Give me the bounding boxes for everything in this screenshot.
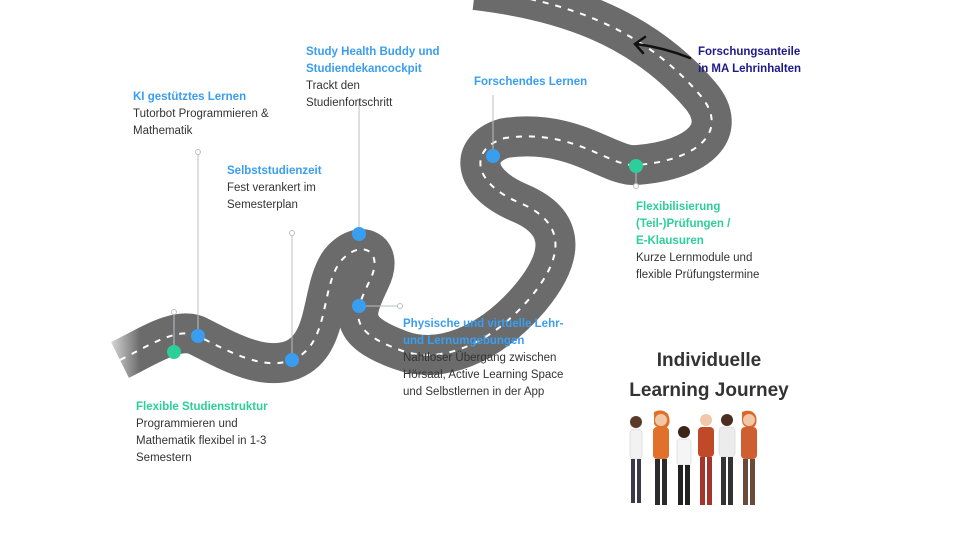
label-text: flexible Prüfungstermine bbox=[636, 269, 760, 281]
students-group-illustration bbox=[629, 410, 757, 505]
research-note-line2: in MA Lehrinhalten bbox=[698, 63, 802, 75]
label-title: KI gestütztes Lernen bbox=[133, 91, 247, 103]
student-figure bbox=[629, 416, 643, 503]
label-title: Flexibilisierung bbox=[636, 201, 721, 213]
label-title: Study Health Buddy und bbox=[306, 46, 440, 58]
label-text: Semestern bbox=[136, 452, 192, 464]
marker-forschendes-lernen bbox=[486, 149, 500, 163]
label-title: Selbststudienzeit bbox=[227, 165, 322, 177]
label-title: Forschendes Lernen bbox=[474, 76, 588, 88]
marker-selbststudienzeit bbox=[285, 353, 299, 367]
label-text: Fest verankert im bbox=[227, 182, 316, 194]
label-text: und Selbstlernen in der App bbox=[403, 386, 545, 398]
student-figure bbox=[741, 410, 757, 505]
label-physische-virtuelle: Physische und virtuelle Lehr- und Lernum… bbox=[403, 316, 563, 401]
page-title: Individuelle Learning Journey bbox=[604, 346, 814, 406]
label-text: Mathematik flexibel in 1-3 bbox=[136, 435, 267, 447]
title-line2: Learning Journey bbox=[629, 380, 789, 401]
label-text: Nahtloser Übergang zwischen bbox=[403, 352, 557, 364]
label-text: Studienfortschritt bbox=[306, 97, 393, 109]
label-forschendes-lernen: Forschendes Lernen bbox=[474, 74, 587, 91]
label-flexible-struktur: Flexible Studienstruktur Programmieren u… bbox=[136, 399, 268, 467]
marker-physische-virtuelle bbox=[352, 299, 366, 313]
title-line1: Individuelle bbox=[656, 350, 762, 371]
label-text: Programmieren und bbox=[136, 418, 238, 430]
label-text: Trackt den bbox=[306, 80, 360, 92]
label-title: (Teil-)Prüfungen / bbox=[636, 218, 731, 230]
student-figure bbox=[653, 410, 670, 505]
research-note: Forschungsanteile in MA Lehrinhalten bbox=[698, 44, 801, 78]
arrow-icon bbox=[633, 35, 692, 60]
marker-health-buddy bbox=[352, 227, 366, 241]
label-title: und Lernumgebungen bbox=[403, 335, 525, 347]
label-text: Kurze Lernmodule und bbox=[636, 252, 753, 264]
student-figure bbox=[698, 414, 714, 505]
label-title: Physische und virtuelle Lehr- bbox=[403, 318, 564, 330]
connector-end-dots bbox=[171, 149, 639, 315]
marker-flexible-struktur bbox=[167, 345, 181, 359]
marker-flexibilisierung bbox=[629, 159, 643, 173]
label-flexibilisierung: Flexibilisierung (Teil-)Prüfungen / E-Kl… bbox=[636, 199, 759, 284]
label-title: E-Klausuren bbox=[636, 235, 704, 247]
label-title: Studiendekancockpit bbox=[306, 63, 422, 75]
label-ki-lernen: KI gestütztes Lernen Tutorbot Programmie… bbox=[133, 89, 269, 140]
student-figure bbox=[718, 414, 736, 505]
label-text: Tutorbot Programmieren & bbox=[133, 108, 269, 120]
label-health-buddy: Study Health Buddy und Studiendekancockp… bbox=[306, 44, 440, 112]
research-note-line1: Forschungsanteile bbox=[698, 46, 801, 58]
label-selbststudienzeit: Selbststudienzeit Fest verankert im Seme… bbox=[227, 163, 322, 214]
label-text: Mathematik bbox=[133, 125, 193, 137]
label-title: Flexible Studienstruktur bbox=[136, 401, 268, 413]
student-figure bbox=[676, 426, 692, 505]
label-text: Hörsaal, Active Learning Space bbox=[403, 369, 564, 381]
marker-ki-lernen bbox=[191, 329, 205, 343]
label-text: Semesterplan bbox=[227, 199, 298, 211]
